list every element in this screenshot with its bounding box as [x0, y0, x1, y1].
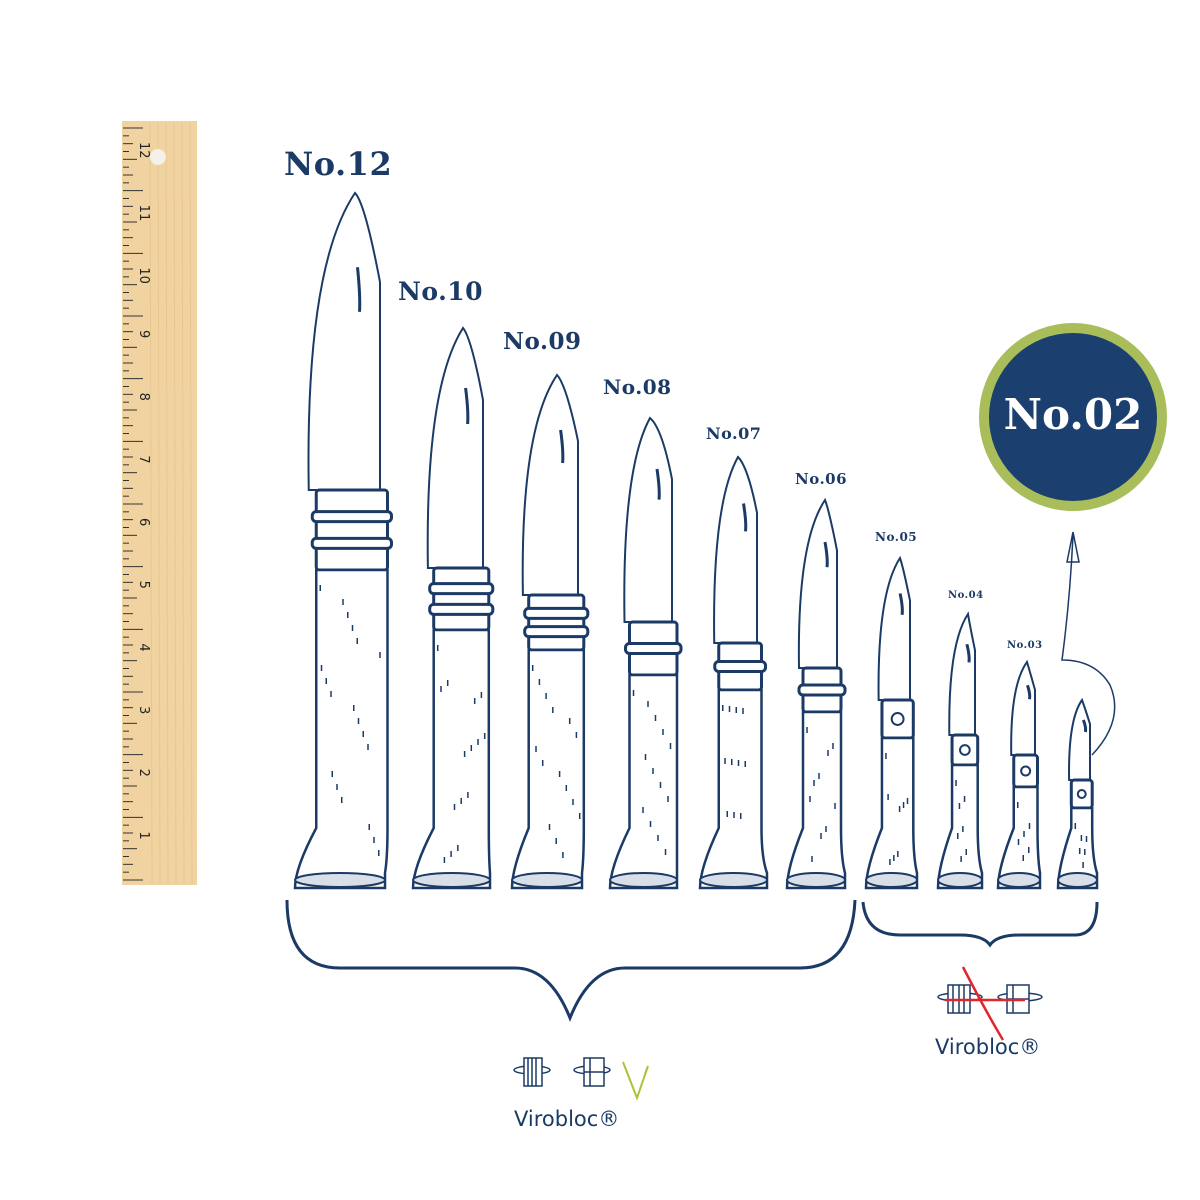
ruler-number: 3 — [136, 706, 151, 714]
knife-blade — [1010, 659, 1036, 756]
knife-blade — [797, 497, 838, 669]
knife-blade — [948, 611, 976, 736]
no02-badge-label: No.02 — [1003, 390, 1143, 439]
knife-label-no07: No.07 — [706, 424, 762, 443]
knife-label-no08: No.08 — [603, 375, 672, 399]
brace-virobloc-group — [285, 899, 857, 1023]
knife-handle — [608, 673, 679, 890]
knife-handle — [785, 710, 847, 890]
knife-label-no06: No.06 — [795, 470, 848, 488]
knife-handle — [864, 736, 919, 890]
ruler-number: 11 — [136, 205, 151, 222]
knife-ferrule — [880, 698, 915, 740]
knife-label-no12: No.12 — [284, 145, 393, 183]
knife-ferrule — [1012, 753, 1039, 789]
knife — [996, 659, 1042, 890]
knife-ferrule — [314, 488, 389, 572]
brace-no-virobloc-group — [861, 901, 1099, 948]
ruler-number: 7 — [136, 455, 151, 463]
virobloc-caption-crossed: Virobloc® — [935, 1035, 1041, 1059]
knife — [936, 611, 984, 890]
knife-ferrule — [950, 733, 980, 767]
knife-label-no09: No.09 — [503, 328, 582, 355]
knife-ferrule — [432, 566, 491, 632]
knife-blade — [521, 373, 579, 596]
ruler: 12 11 10 9 8 7 6 5 4 3 2 1 — [122, 121, 197, 885]
arrow-to-no02 — [1061, 534, 1116, 756]
knife — [411, 326, 495, 890]
knife-label-no05: No.05 — [875, 530, 918, 544]
ruler-number: 2 — [136, 769, 151, 777]
knife — [698, 455, 769, 890]
ruler-hole — [150, 149, 166, 165]
check-icon — [622, 1061, 649, 1101]
ruler-number: 9 — [136, 330, 151, 338]
knife-ferrule — [1069, 778, 1094, 810]
knife-label-no10: No.10 — [398, 277, 484, 306]
knife — [293, 191, 393, 890]
knife-blade — [307, 191, 381, 491]
ruler-number: 1 — [136, 831, 151, 839]
no02-badge — [979, 323, 1167, 511]
knife — [608, 416, 683, 890]
knife — [864, 555, 919, 890]
knife-label-no04: No.04 — [948, 590, 984, 601]
knife — [785, 497, 847, 890]
ruler-number: 8 — [136, 393, 151, 401]
virobloc-icon — [513, 1057, 611, 1087]
ruler-number: 4 — [136, 643, 151, 651]
knife-handle — [411, 628, 492, 890]
knife-blade — [623, 416, 673, 623]
knife — [510, 373, 590, 890]
knife-blade — [426, 326, 484, 569]
ruler-number: 10 — [136, 267, 151, 284]
knife-handle — [510, 648, 586, 890]
virobloc-caption: Virobloc® — [514, 1107, 620, 1131]
knife-blade — [1068, 697, 1091, 781]
knife-ferrule — [527, 593, 586, 652]
ruler-number: 12 — [136, 142, 151, 159]
knife-handle — [293, 568, 389, 890]
ruler-number: 6 — [136, 518, 151, 526]
knife-blade — [713, 455, 758, 644]
arrow-head-icon — [1066, 531, 1080, 563]
cross-out-icon — [945, 966, 1025, 1041]
knife-lineup — [293, 191, 1099, 890]
knife-handle — [936, 763, 984, 890]
ruler-number: 5 — [136, 581, 151, 589]
knife-label-no03: No.03 — [1007, 640, 1043, 651]
knife-handle — [698, 688, 769, 890]
knife — [1056, 697, 1099, 890]
knife-blade — [877, 555, 911, 701]
